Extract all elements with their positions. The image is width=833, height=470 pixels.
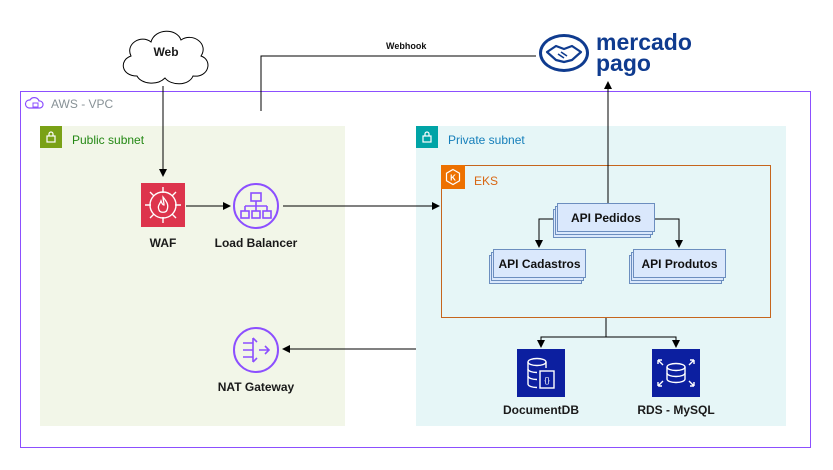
public-subnet-group	[40, 126, 345, 426]
vpc-group	[20, 91, 811, 448]
api-cadastros-label: API Cadastros	[493, 249, 586, 278]
nat-gateway-icon	[232, 326, 280, 374]
mercado-pago-line1: mercado	[596, 29, 692, 55]
documentdb-icon: {}	[517, 349, 565, 397]
api-pedidos-node: API Pedidos	[553, 203, 655, 238]
private-subnet-lock-icon	[416, 126, 438, 148]
mercado-pago-logo: mercado pago	[538, 30, 692, 76]
public-subnet-label: Public subnet	[72, 133, 145, 147]
edge-eks-databases	[540, 318, 677, 346]
public-subnet-lock-icon	[40, 126, 62, 148]
documentdb-label: DocumentDB	[502, 403, 580, 417]
waf-label: WAF	[149, 236, 177, 250]
eks-icon: K	[441, 165, 465, 189]
private-subnet-label: Private subnet	[448, 133, 525, 147]
web-label: Web	[153, 45, 179, 59]
waf-icon	[141, 183, 185, 227]
nat-gateway-label: NAT Gateway	[217, 380, 295, 394]
api-pedidos-label: API Pedidos	[557, 203, 655, 232]
svg-text:K: K	[450, 174, 456, 183]
rds-icon	[652, 349, 700, 397]
api-cadastros-node: API Cadastros	[489, 249, 586, 284]
api-produtos-label: API Produtos	[633, 249, 726, 278]
web-cloud-icon	[122, 30, 209, 85]
edge-pedidos-produtos	[654, 218, 683, 248]
svg-text:{}: {}	[544, 376, 550, 385]
handshake-icon	[539, 34, 589, 72]
load-balancer-icon	[232, 182, 280, 230]
mercado-pago-line2: pago	[596, 50, 651, 76]
api-produtos-node: API Produtos	[629, 249, 726, 284]
edge-webhook	[260, 55, 536, 111]
webhook-label: Webhook	[386, 41, 427, 51]
eks-group	[441, 165, 771, 318]
rds-label: RDS - MySQL	[637, 403, 715, 417]
eks-label: EKS	[474, 174, 499, 188]
load-balancer-label: Load Balancer	[214, 236, 298, 250]
vpc-label: AWS - VPC	[51, 97, 114, 111]
vpc-icon	[24, 93, 46, 115]
web-cloud: Web	[115, 22, 215, 88]
